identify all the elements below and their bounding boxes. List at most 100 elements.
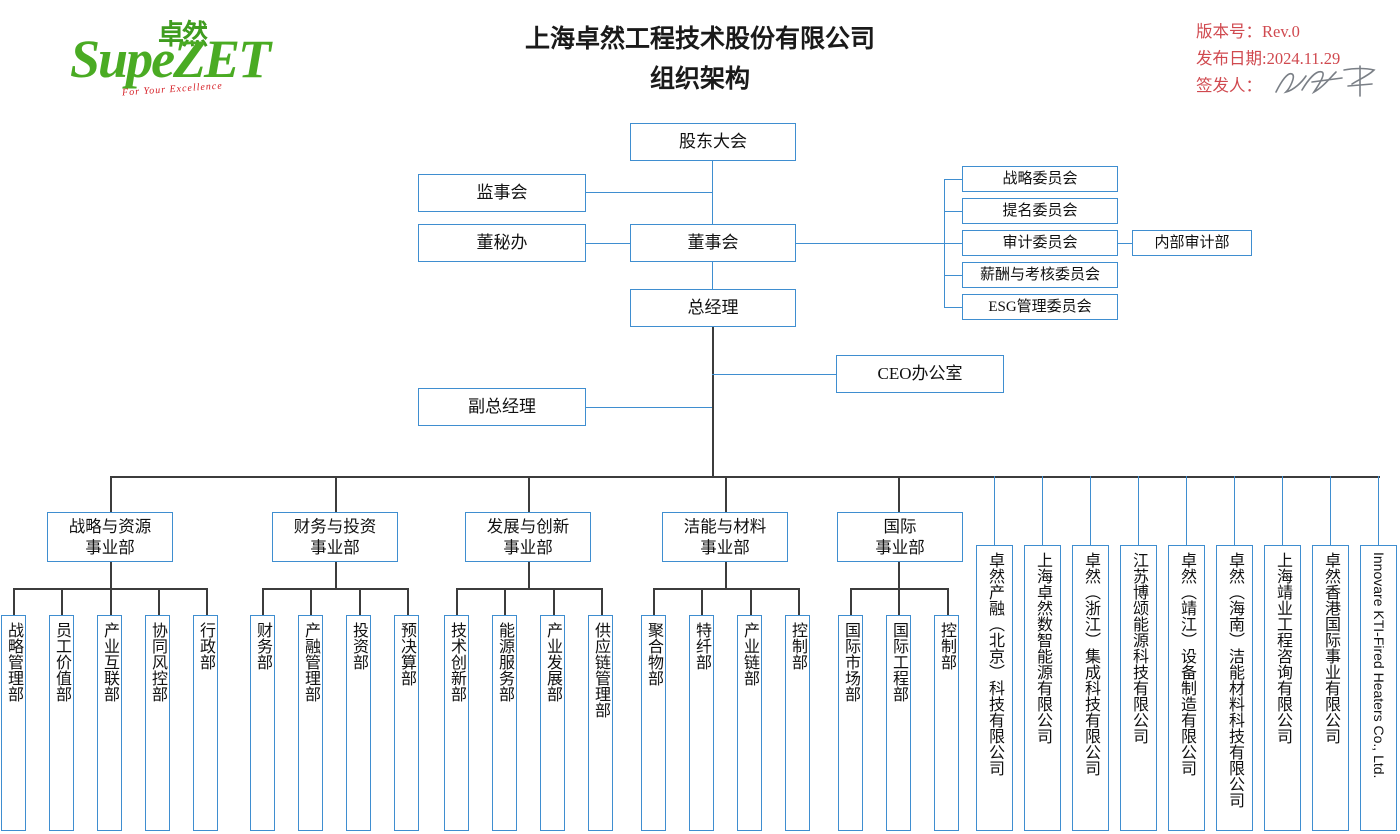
division-1-line2: 事业部 [85, 538, 135, 557]
drop-dept-5-3 [947, 588, 949, 615]
dept-bus-division-3 [456, 588, 602, 590]
box-committee-remuneration[interactable]: 薪酬与考核委员会 [962, 262, 1118, 288]
subsidiary-label: 卓然（海南）洁能材料科技有限公司 [1226, 552, 1243, 808]
box-board-secretary-office[interactable]: 董秘办 [418, 224, 586, 262]
dept-label: 能源服务部 [496, 622, 513, 702]
main-division-bus [110, 476, 1380, 478]
dept-label: 特纤部 [693, 622, 710, 670]
document-title: 组织架构 [649, 66, 750, 93]
box-dept-collaborative-risk-control[interactable]: 协同风控部 [145, 615, 170, 831]
box-dept-budget-settlement[interactable]: 预决算部 [394, 615, 419, 831]
drop-division-3-to-bus [528, 562, 530, 588]
box-subsidiary-hainan[interactable]: 卓然（海南）洁能材料科技有限公司 [1216, 545, 1253, 831]
box-dept-finance[interactable]: 财务部 [250, 615, 275, 831]
box-subsidiary-jiangsu-bosong[interactable]: 江苏博颂能源科技有限公司 [1120, 545, 1157, 831]
box-dept-investment[interactable]: 投资部 [346, 615, 371, 831]
drop-dept-2-1 [262, 588, 264, 615]
box-dept-administration[interactable]: 行政部 [193, 615, 218, 831]
box-division-clean-energy-materials[interactable]: 洁能与材料 事业部 [662, 512, 788, 562]
drop-dept-2-4 [407, 588, 409, 615]
box-board-of-directors[interactable]: 董事会 [630, 224, 796, 262]
company-logo: 卓然 SupeZET For Your Excellence [70, 14, 300, 102]
box-committee-nomination[interactable]: 提名委员会 [962, 198, 1118, 224]
drop-subsidiary-7 [1282, 476, 1284, 545]
box-dept-international-market[interactable]: 国际市场部 [838, 615, 863, 831]
drop-dept-1-3 [110, 588, 112, 615]
box-division-development-innovation[interactable]: 发展与创新 事业部 [465, 512, 591, 562]
drop-division-5 [898, 476, 900, 512]
box-dept-international-engineering[interactable]: 国际工程部 [886, 615, 911, 831]
dept-label: 聚合物部 [645, 622, 662, 686]
drop-dept-4-3 [750, 588, 752, 615]
drop-dept-5-2 [898, 588, 900, 615]
connector-supervisory-to-trunk [586, 192, 712, 194]
box-division-strategy-resources[interactable]: 战略与资源 事业部 [47, 512, 173, 562]
drop-dept-3-2 [504, 588, 506, 615]
connector-committee-nomination [944, 211, 962, 213]
dept-label: 国际市场部 [842, 622, 859, 702]
dept-label: 控制部 [938, 622, 955, 670]
issuer-line: 签发人： [1196, 65, 1376, 100]
box-subsidiary-zhejiang[interactable]: 卓然（浙江）集成科技有限公司 [1072, 545, 1109, 831]
box-subsidiary-shanghai-shuzhi[interactable]: 上海卓然数智能源有限公司 [1024, 545, 1061, 831]
box-dept-control-international[interactable]: 控制部 [934, 615, 959, 831]
logo-supe-text: Supe [70, 29, 175, 89]
drop-dept-1-4 [158, 588, 160, 615]
drop-division-2 [335, 476, 337, 512]
division-5-line2: 事业部 [875, 538, 925, 557]
box-committee-esg[interactable]: ESG管理委员会 [962, 294, 1118, 320]
dept-label: 产业互联部 [101, 622, 118, 702]
drop-dept-4-2 [701, 588, 703, 615]
dept-label: 产业发展部 [544, 622, 561, 702]
box-dept-polymer[interactable]: 聚合物部 [641, 615, 666, 831]
box-subsidiary-shanghai-jingye[interactable]: 上海靖业工程咨询有限公司 [1264, 545, 1301, 831]
box-dept-control-materials[interactable]: 控制部 [785, 615, 810, 831]
drop-dept-1-1 [13, 588, 15, 615]
box-dept-supply-chain-management[interactable]: 供应链管理部 [588, 615, 613, 831]
subsidiary-label: 卓然（浙江）集成科技有限公司 [1082, 552, 1099, 776]
box-dept-energy-services[interactable]: 能源服务部 [492, 615, 517, 831]
connector-committee-esg [944, 307, 962, 309]
signature-icon [1275, 65, 1376, 97]
division-4-line1: 洁能与材料 [683, 517, 767, 536]
box-deputy-general-manager[interactable]: 副总经理 [418, 388, 586, 426]
drop-dept-1-5 [206, 588, 208, 615]
connector-gm-to-deputy [586, 407, 712, 409]
box-committee-strategy[interactable]: 战略委员会 [962, 166, 1118, 192]
version-text: 版本号：Rev.0 [1196, 22, 1300, 41]
box-supervisory-board[interactable]: 监事会 [418, 174, 586, 212]
drop-dept-5-1 [850, 588, 852, 615]
box-committee-audit[interactable]: 审计委员会 [962, 230, 1118, 256]
box-dept-technology-innovation[interactable]: 技术创新部 [444, 615, 469, 831]
box-shareholders-meeting[interactable]: 股东大会 [630, 123, 796, 161]
box-division-finance-investment[interactable]: 财务与投资 事业部 [272, 512, 398, 562]
box-dept-industry-finance-management[interactable]: 产融管理部 [298, 615, 323, 831]
box-dept-employee-value[interactable]: 员工价值部 [49, 615, 74, 831]
connector-secretary-to-board [586, 243, 630, 245]
box-subsidiary-hongkong[interactable]: 卓然香港国际事业有限公司 [1312, 545, 1349, 831]
drop-division-2-to-bus [335, 562, 337, 588]
box-dept-industry-internet[interactable]: 产业互联部 [97, 615, 122, 831]
drop-division-1 [110, 476, 112, 512]
drop-division-4-to-bus [725, 562, 727, 588]
box-dept-industry-development[interactable]: 产业发展部 [540, 615, 565, 831]
box-general-manager[interactable]: 总经理 [630, 289, 796, 327]
division-2-line2: 事业部 [310, 538, 360, 557]
dept-label: 控制部 [789, 622, 806, 670]
box-dept-strategy-management[interactable]: 战略管理部 [1, 615, 26, 831]
box-subsidiary-zhuoran-beijing[interactable]: 卓然产融（北京）科技有限公司 [976, 545, 1013, 831]
connector-shareholders-to-board [712, 161, 714, 224]
box-dept-industry-chain[interactable]: 产业链部 [737, 615, 762, 831]
box-division-international[interactable]: 国际 事业部 [837, 512, 963, 562]
dept-label: 投资部 [350, 622, 367, 670]
box-dept-specialty-fiber[interactable]: 特纤部 [689, 615, 714, 831]
page-title: 上海卓然工程技术股份有限公司 组织架构 [430, 20, 970, 100]
box-internal-audit-department[interactable]: 内部审计部 [1132, 230, 1252, 256]
division-5-line1: 国际 [883, 517, 917, 536]
box-ceo-office[interactable]: CEO办公室 [836, 355, 1004, 393]
box-subsidiary-innovare-kti[interactable]: Innovare KTI-Fired Heaters Co., Ltd. [1360, 545, 1397, 831]
dept-label: 产业链部 [741, 622, 758, 686]
drop-division-1-to-bus [110, 562, 112, 588]
box-subsidiary-jingjiang[interactable]: 卓然（靖江）设备制造有限公司 [1168, 545, 1205, 831]
